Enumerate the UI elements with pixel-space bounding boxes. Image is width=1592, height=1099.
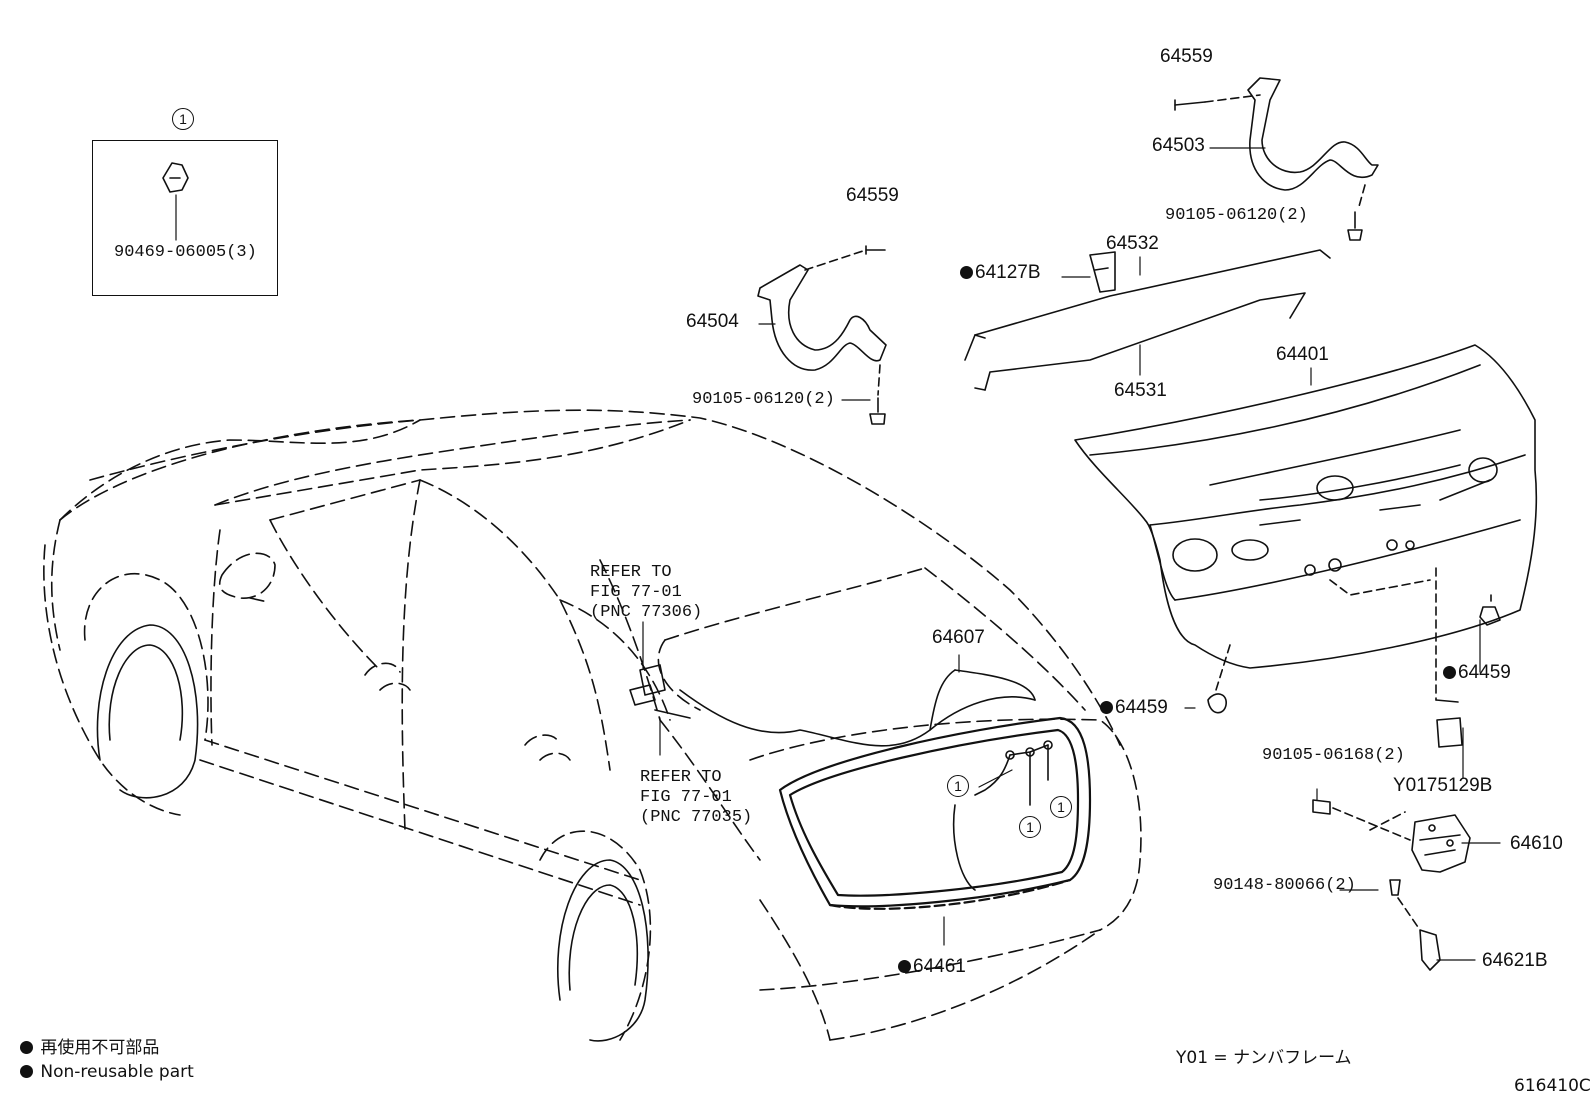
label-64559-left: 64559 — [846, 185, 899, 206]
trunk-opening — [780, 718, 1090, 909]
label-90148-80066: 90148-80066(2) — [1213, 876, 1356, 895]
wire-harness-64607 — [680, 670, 1052, 890]
label-Y0175129B: Y0175129B — [1393, 775, 1493, 796]
harness-callout-1a: 1 — [947, 775, 969, 797]
label-90105-06120-top: 90105-06120(2) — [1165, 206, 1308, 225]
harness-callout-1b: 1 — [1019, 816, 1041, 838]
legend-jp-text: 再使用不可部品 — [40, 1038, 160, 1058]
label-64401: 64401 — [1276, 344, 1329, 365]
trunk-lid-64401 — [1075, 345, 1536, 668]
legend-en: Non-reusable part — [20, 1064, 194, 1081]
hinge-64504 — [758, 246, 886, 424]
label-90469-06005: 90469-06005(3) — [114, 243, 257, 262]
torsion-rods — [965, 250, 1330, 390]
legend-dot-jp — [20, 1041, 33, 1054]
non-reusable-dot — [1443, 666, 1456, 679]
car-wheels — [97, 625, 648, 1041]
lock-assembly — [1208, 568, 1500, 970]
label-90105-06120-left: 90105-06120(2) — [692, 390, 835, 409]
label-64461-text: 64461 — [913, 956, 966, 977]
label-64127B-text: 64127B — [975, 262, 1041, 283]
legend-dot-en — [20, 1065, 33, 1078]
label-64459-left: 64459 — [1100, 698, 1168, 717]
figure-code: 616410C — [1514, 1076, 1591, 1096]
clip-90469 — [163, 163, 188, 192]
refer-upper-line3: (PNC 77306) — [590, 603, 703, 622]
label-64607: 64607 — [932, 627, 985, 648]
label-64504: 64504 — [686, 311, 739, 332]
car-body-drawing — [44, 410, 1141, 1040]
label-64459-right-text: 64459 — [1458, 662, 1511, 683]
hinge-64503 — [1175, 78, 1378, 240]
label-64459-right: 64459 — [1443, 663, 1511, 682]
refer-upper-line1: REFER TO — [590, 563, 672, 582]
label-64461: 64461 — [898, 957, 966, 976]
label-64532: 64532 — [1106, 233, 1159, 254]
label-64559-top: 64559 — [1160, 46, 1213, 67]
legend-en-text: Non-reusable part — [40, 1062, 194, 1082]
label-64610: 64610 — [1510, 833, 1563, 854]
refer-lower-line2: FIG 77-01 — [640, 788, 732, 807]
refer-lower-line3: (PNC 77035) — [640, 808, 753, 827]
non-reusable-dot — [1100, 701, 1113, 714]
legend-y01: Y01 = ナンバフレーム — [1176, 1048, 1352, 1068]
harness-callout-1c: 1 — [1050, 796, 1072, 818]
refer-lower-line1: REFER TO — [640, 768, 722, 787]
label-64503: 64503 — [1152, 135, 1205, 156]
inset-callout-1: 1 — [172, 108, 194, 130]
leader-lines — [176, 148, 1500, 960]
label-64531: 64531 — [1114, 380, 1167, 401]
legend-jp: 再使用不可部品 — [20, 1040, 159, 1057]
label-64459-left-text: 64459 — [1115, 697, 1168, 718]
non-reusable-dot — [898, 960, 911, 973]
label-90105-06168: 90105-06168(2) — [1262, 746, 1405, 765]
inset-box — [92, 140, 278, 296]
non-reusable-dot — [960, 266, 973, 279]
refer-upper-line2: FIG 77-01 — [590, 583, 682, 602]
label-64621B: 64621B — [1482, 950, 1548, 971]
trunk-switch — [630, 622, 690, 755]
label-64127B: 64127B — [960, 263, 1041, 282]
